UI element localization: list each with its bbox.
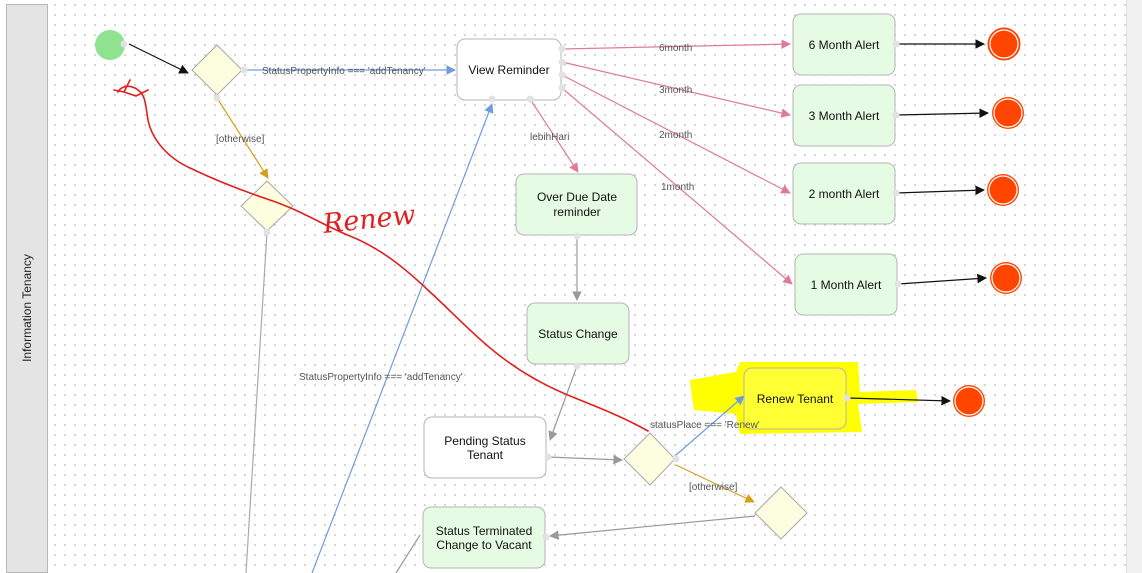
edge-to-2month[interactable] bbox=[561, 74, 791, 194]
port-handle[interactable] bbox=[488, 95, 496, 103]
renew-annotation-text: Renew bbox=[320, 199, 417, 240]
edge-gateway-to-terminated[interactable] bbox=[549, 515, 756, 540]
start-event[interactable] bbox=[95, 30, 125, 60]
port-handle[interactable] bbox=[213, 94, 221, 102]
port-handle[interactable] bbox=[526, 95, 534, 103]
canvas-grid bbox=[50, 0, 1126, 573]
edge-label-otherwise-top: [otherwise] bbox=[216, 134, 265, 145]
edge-label-add-tenancy-mid: StatusPropertyInfo === 'addTenancy' bbox=[299, 372, 463, 383]
edge-pending-to-gateway[interactable] bbox=[547, 454, 623, 465]
edge-gateway-otherwise[interactable] bbox=[216, 97, 269, 179]
port-handle[interactable] bbox=[240, 66, 248, 74]
task-pending-line2: Tenant bbox=[467, 448, 504, 462]
edge-2month-to-end[interactable] bbox=[895, 185, 985, 196]
task-over-due-line1: Over Due Date bbox=[537, 190, 617, 204]
port-handle[interactable] bbox=[263, 228, 271, 236]
end-event-1-month-ring bbox=[991, 263, 1021, 293]
task-renew-tenant-label: Renew Tenant bbox=[757, 392, 834, 406]
port-handle[interactable] bbox=[542, 533, 550, 541]
edge-start-to-gateway[interactable] bbox=[128, 43, 189, 74]
port-handle[interactable] bbox=[573, 232, 581, 240]
vertical-scrollbar[interactable] bbox=[1126, 0, 1142, 573]
task-over-due-line2: reminder bbox=[553, 205, 600, 219]
edge-renew-to-end[interactable] bbox=[847, 395, 951, 406]
end-event-6-month[interactable] bbox=[987, 27, 1021, 61]
edge-1month-to-end[interactable] bbox=[897, 273, 987, 285]
task-terminated-line2: Change to Vacant bbox=[436, 538, 532, 552]
task-1-month-alert-label: 1 Month Alert bbox=[811, 278, 882, 292]
edge-left-down[interactable] bbox=[245, 231, 268, 573]
task-status-change-label: Status Change bbox=[538, 327, 618, 341]
task-pending-status-tenant[interactable] bbox=[423, 416, 547, 479]
port-handle[interactable] bbox=[894, 280, 902, 288]
port-handle[interactable] bbox=[573, 362, 581, 370]
edge-terminated-down[interactable] bbox=[395, 534, 421, 573]
renew-annotation-stroke bbox=[117, 85, 649, 432]
edge-label-1month: 1month bbox=[661, 182, 694, 193]
end-event-renew[interactable] bbox=[953, 385, 985, 417]
task-3-month-alert-label: 3 Month Alert bbox=[809, 109, 880, 123]
edge-label-status-renew: statusPlace === 'Renew' bbox=[650, 420, 760, 431]
end-event-3-month-ring bbox=[993, 98, 1023, 128]
gateway-add-tenancy[interactable] bbox=[191, 44, 243, 96]
end-event-3-month[interactable] bbox=[992, 97, 1024, 129]
edge-status-change-to-pending[interactable] bbox=[548, 365, 578, 441]
task-pending-line1: Pending Status bbox=[444, 434, 525, 448]
port-handle[interactable] bbox=[892, 111, 900, 119]
task-view-reminder-label: View Reminder bbox=[468, 63, 549, 77]
end-event-6-month-ring bbox=[989, 29, 1019, 59]
port-handle[interactable] bbox=[544, 453, 552, 461]
end-events bbox=[953, 27, 1024, 417]
gateway-status-place[interactable] bbox=[623, 432, 676, 486]
edge-3month-to-end[interactable] bbox=[895, 108, 989, 118]
port-handle[interactable] bbox=[892, 189, 900, 197]
edge-to-1month[interactable] bbox=[561, 87, 793, 285]
port-handle[interactable] bbox=[558, 45, 566, 53]
edge-label-add-tenancy-top: StatusPropertyInfo === 'addTenancy' bbox=[262, 66, 426, 77]
end-event-2-month[interactable] bbox=[987, 174, 1019, 206]
task-2-month-alert-label: 2 month Alert bbox=[809, 187, 880, 201]
port-handle[interactable] bbox=[558, 58, 566, 66]
edge-label-lebih-hari: lebihHari bbox=[530, 132, 569, 143]
edge-label-6month: 6month bbox=[659, 43, 692, 54]
port-handle[interactable] bbox=[120, 40, 128, 48]
end-event-renew-ring bbox=[954, 386, 984, 416]
task-terminated-line1: Status Terminated bbox=[436, 524, 533, 538]
gateway-otherwise-bottom[interactable] bbox=[754, 486, 808, 540]
port-handle[interactable] bbox=[558, 84, 566, 92]
end-event-2-month-ring bbox=[988, 175, 1018, 205]
edge-gateway-otherwise-bottom[interactable] bbox=[675, 464, 755, 503]
swimlane-header[interactable] bbox=[6, 4, 48, 573]
edge-lebih-hari[interactable] bbox=[529, 98, 579, 173]
edge-to-6month[interactable] bbox=[561, 39, 791, 50]
port-handle[interactable] bbox=[843, 394, 851, 402]
edge-label-2month: 2month bbox=[659, 130, 692, 141]
edge-label-3month: 3month bbox=[659, 85, 692, 96]
task-6-month-alert-label: 6 Month Alert bbox=[809, 38, 880, 52]
edge-gateway-to-renew[interactable] bbox=[675, 395, 745, 456]
edge-up-to-view-reminder[interactable] bbox=[311, 103, 494, 573]
edge-label-otherwise-bottom: [otherwise] bbox=[689, 482, 738, 493]
edge-to-3month[interactable] bbox=[561, 61, 791, 118]
port-handle[interactable] bbox=[672, 455, 680, 463]
port-handle[interactable] bbox=[892, 40, 900, 48]
task-view-reminder[interactable] bbox=[456, 38, 562, 101]
annotation-arrowhead bbox=[113, 79, 149, 97]
end-event-1-month[interactable] bbox=[990, 262, 1022, 294]
port-handle[interactable] bbox=[558, 71, 566, 79]
